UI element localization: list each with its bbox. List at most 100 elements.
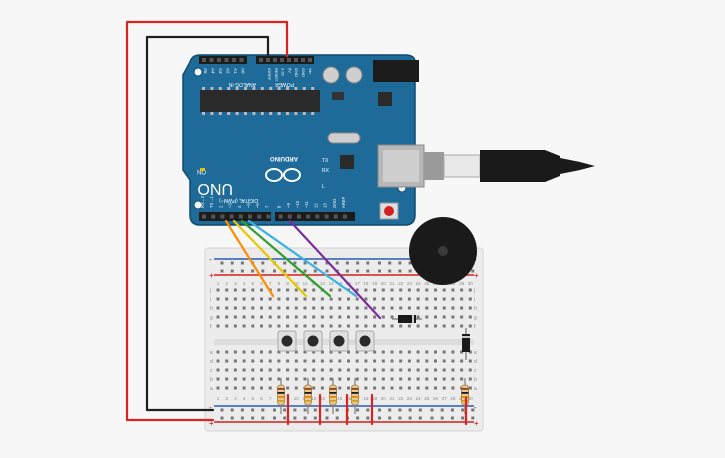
breadboard-hole[interactable] — [312, 368, 316, 372]
rail-hole[interactable] — [356, 269, 360, 273]
breadboard-hole[interactable] — [312, 324, 316, 328]
breadboard-hole[interactable] — [329, 368, 333, 372]
rail-hole[interactable] — [230, 416, 234, 420]
breadboard-hole[interactable] — [347, 350, 350, 354]
breadboard-hole[interactable] — [373, 306, 377, 310]
rail-hole[interactable] — [388, 269, 392, 273]
rail-hole[interactable] — [230, 269, 234, 273]
breadboard-hole[interactable] — [373, 315, 377, 319]
digital-pin[interactable] — [211, 214, 216, 219]
breadboard-hole[interactable] — [225, 324, 229, 328]
rail-hole[interactable] — [220, 408, 224, 412]
rail-hole[interactable] — [388, 261, 392, 265]
breadboard-hole[interactable] — [468, 324, 472, 328]
breadboard-hole[interactable] — [355, 359, 359, 363]
rail-hole[interactable] — [366, 416, 370, 420]
rail-hole[interactable] — [251, 269, 255, 273]
breadboard-hole[interactable] — [399, 297, 403, 301]
breadboard-hole[interactable] — [329, 377, 333, 381]
rail-hole[interactable] — [303, 261, 307, 265]
breadboard-hole[interactable] — [425, 306, 429, 310]
breadboard-hole[interactable] — [312, 359, 316, 363]
breadboard-hole[interactable] — [268, 350, 272, 354]
breadboard-hole[interactable] — [442, 350, 446, 354]
digital-pin[interactable] — [324, 214, 329, 219]
breadboard-hole[interactable] — [320, 324, 324, 328]
breadboard-hole[interactable] — [434, 368, 437, 372]
breadboard-hole[interactable] — [312, 377, 316, 381]
rail-hole[interactable] — [408, 408, 412, 412]
breadboard-hole[interactable] — [460, 350, 464, 354]
breadboard-hole[interactable] — [442, 315, 446, 319]
breadboard-hole[interactable] — [373, 386, 377, 390]
breadboard-hole[interactable] — [216, 306, 220, 310]
breadboard-hole[interactable] — [390, 359, 394, 363]
breadboard-hole[interactable] — [294, 377, 298, 381]
breadboard-hole[interactable] — [355, 306, 359, 310]
breadboard-hole[interactable] — [416, 377, 420, 381]
breadboard-hole[interactable] — [216, 386, 220, 390]
wire-yellow[interactable] — [232, 219, 308, 298]
breadboard-hole[interactable] — [364, 386, 368, 390]
breadboard-hole[interactable] — [338, 297, 342, 301]
breadboard-hole[interactable] — [251, 359, 255, 363]
digital-pin[interactable] — [238, 214, 243, 219]
breadboard-hole[interactable] — [225, 377, 229, 381]
rail-hole[interactable] — [325, 269, 329, 273]
breadboard-hole[interactable] — [442, 377, 446, 381]
breadboard-hole[interactable] — [451, 377, 455, 381]
breadboard-hole[interactable] — [216, 324, 220, 328]
breadboard-hole[interactable] — [460, 359, 464, 363]
digital-pin[interactable] — [306, 214, 311, 219]
rail-hole[interactable] — [388, 408, 392, 412]
breadboard-hole[interactable] — [320, 315, 324, 319]
breadboard-hole[interactable] — [425, 359, 429, 363]
breadboard-hole[interactable] — [268, 306, 272, 310]
breadboard-hole[interactable] — [416, 350, 420, 354]
header-pin[interactable] — [294, 58, 298, 62]
breadboard-hole[interactable] — [364, 288, 368, 292]
rail-hole[interactable] — [378, 269, 381, 273]
wire-gnd-black[interactable] — [145, 35, 270, 412]
diodes[interactable] — [392, 315, 470, 360]
breadboard-hole[interactable] — [303, 368, 307, 372]
rail-hole[interactable] — [303, 269, 307, 273]
rail-hole[interactable] — [220, 261, 224, 265]
digital-pin[interactable] — [333, 214, 338, 219]
digital-pin[interactable] — [220, 214, 225, 219]
breadboard-hole[interactable] — [399, 386, 403, 390]
breadboard-hole[interactable] — [425, 368, 429, 372]
rail-hole[interactable] — [398, 416, 402, 420]
breadboard-hole[interactable] — [425, 386, 429, 390]
breadboard-hole[interactable] — [225, 350, 229, 354]
breadboard-hole[interactable] — [364, 306, 368, 310]
wire-orange[interactable] — [224, 219, 275, 298]
breadboard-hole[interactable] — [460, 315, 464, 319]
breadboard-hole[interactable] — [286, 324, 290, 328]
breadboard-hole[interactable] — [442, 368, 446, 372]
breadboard-hole[interactable] — [338, 368, 342, 372]
rail-hole[interactable] — [408, 416, 412, 420]
rail-hole[interactable] — [408, 261, 412, 265]
rail-hole[interactable] — [366, 408, 370, 412]
breadboard-hole[interactable] — [225, 368, 229, 372]
breadboard-hole[interactable] — [434, 315, 437, 319]
breadboard-hole[interactable] — [233, 324, 237, 328]
rail-hole[interactable] — [378, 261, 381, 265]
rail-hole[interactable] — [408, 269, 412, 273]
rail-hole[interactable] — [283, 408, 287, 412]
breadboard-hole[interactable] — [242, 350, 246, 354]
rail-hole[interactable] — [283, 269, 287, 273]
breadboard-hole[interactable] — [399, 288, 403, 292]
breadboard-hole[interactable] — [399, 306, 403, 310]
breadboard-hole[interactable] — [233, 377, 237, 381]
breadboard-hole[interactable] — [277, 288, 281, 292]
rail-hole[interactable] — [293, 408, 297, 412]
breadboard-hole[interactable] — [286, 377, 290, 381]
breadboard-hole[interactable] — [286, 359, 290, 363]
breadboard-hole[interactable] — [390, 324, 394, 328]
breadboard-hole[interactable] — [373, 297, 377, 301]
rail-hole[interactable] — [345, 269, 349, 273]
rail-hole[interactable] — [293, 261, 297, 265]
breadboard-hole[interactable] — [251, 288, 255, 292]
